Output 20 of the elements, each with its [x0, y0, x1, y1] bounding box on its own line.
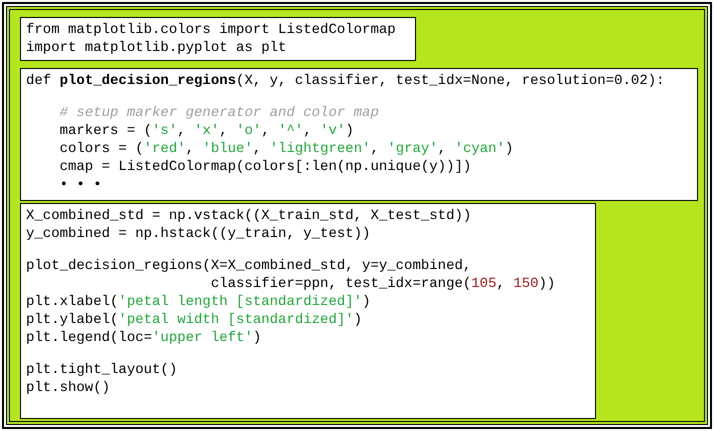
code-line: plt.legend(loc='upper left'): [26, 329, 262, 347]
code-line: classifier=ppn, test_idx=range(105, 150)): [210, 275, 556, 293]
code-line: plt.xlabel('petal length [standardized]'): [26, 293, 370, 311]
code-line: plt.ylabel('petal width [standardized]'): [26, 311, 362, 329]
code-line: plt.show(): [26, 379, 110, 397]
code-line: y_combined = np.hstack((y_train, y_test)): [26, 225, 370, 243]
code-line: plot_decision_regions(X=X_combined_std, y=y_combined,: [26, 257, 472, 275]
code-line: • • •: [58, 176, 102, 194]
code-line: # setup marker generator and color map: [58, 104, 379, 122]
code-line: import matplotlib.pyplot as plt: [26, 39, 286, 57]
code-line: X_combined_std = np.vstack((X_train_std, X_test_std)): [26, 207, 472, 225]
code-line: markers = ('s', 'x', 'o', '^', 'v'): [58, 122, 354, 140]
code-line: plt.tight_layout(): [26, 361, 178, 379]
code-panel: [20, 17, 416, 61]
code-line: colors = ('red', 'blue', 'lightgreen', 'gray', 'cyan'): [58, 140, 514, 158]
code-line: from matplotlib.colors import ListedColormap: [26, 21, 396, 39]
code-panel: [20, 68, 698, 201]
code-panel: [20, 203, 596, 419]
code-line: cmap = ListedColormap(colors[:len(np.unique(y))]): [58, 158, 472, 176]
code-line: def plot_decision_regions(X, y, classifier, test_idx=None, resolution=0.02):: [26, 72, 665, 90]
